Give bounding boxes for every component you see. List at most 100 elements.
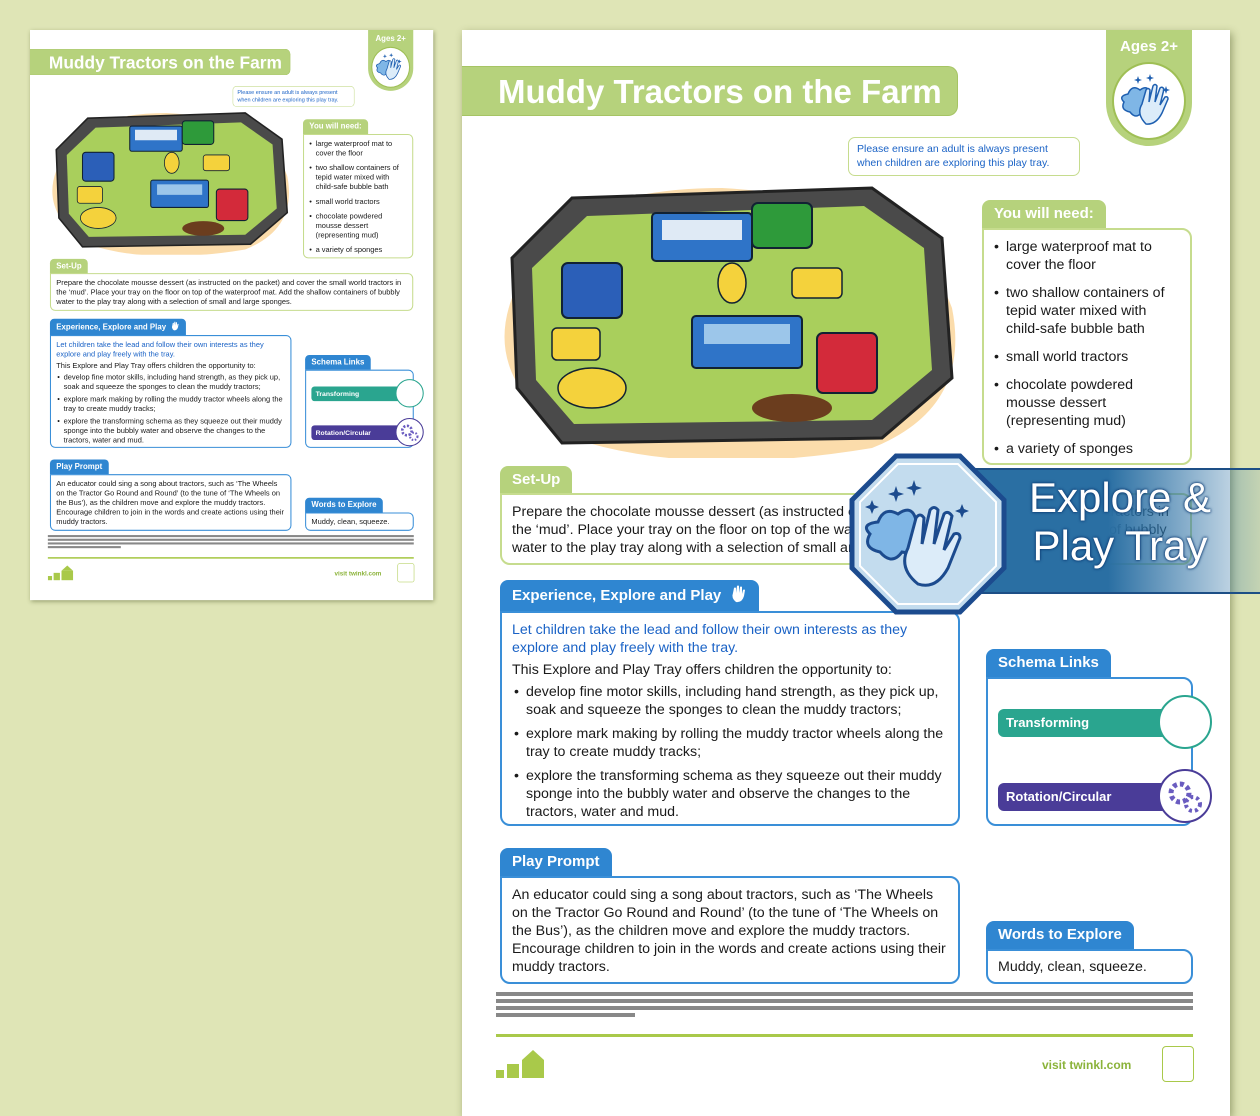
need-item: a variety of sponges: [994, 440, 1178, 458]
sponge: [202, 154, 230, 172]
schema-transforming: Transforming: [998, 695, 1212, 749]
you-will-need-title: You will need:: [303, 119, 368, 134]
worksheet-page: Muddy Tractors on the Farm Ages 2+ Pleas…: [30, 30, 434, 601]
green-tractor: [751, 202, 813, 249]
page-title: Muddy Tractors on the Farm: [30, 48, 291, 76]
experience-box: Let children take the lead and follow th…: [49, 335, 292, 448]
play-prompt-text: An educator could sing a song about trac…: [500, 876, 960, 984]
need-item: large waterproof mat to cover the floor: [309, 139, 406, 158]
schema-rotation: Rotation/Circular: [311, 417, 424, 447]
hand-icon: [172, 321, 179, 331]
play-tray-illustration: [52, 112, 289, 255]
experience-title: Experience, Explore and Play: [49, 318, 187, 336]
experience-bullet: explore mark making by rolling the muddy…: [514, 725, 948, 761]
experience-lead: Let children take the lead and follow th…: [512, 622, 908, 656]
experience-intro: This Explore and Play Tray offers childr…: [56, 361, 256, 371]
need-item: chocolate powdered mousse dessert (repre…: [309, 212, 406, 240]
you-will-need-box: large waterproof mat to cover the floor …: [982, 228, 1192, 465]
sponge: [791, 267, 843, 299]
footer-divider: [47, 557, 414, 559]
experience-title: Experience, Explore and Play: [500, 580, 760, 611]
sponge: [551, 327, 601, 361]
worksheet-thumbnail: Muddy Tractors on the Farm Ages 2+ Pleas…: [30, 30, 434, 601]
schema-label: Transforming: [1006, 715, 1090, 730]
words-title: Words to Explore: [305, 497, 383, 513]
banner-line-1: Explore &: [1028, 474, 1212, 521]
schema-rotation: Rotation/Circular: [998, 769, 1212, 823]
sponge: [80, 207, 117, 229]
need-item: small world tractors: [309, 197, 406, 206]
schema-transforming: Transforming: [311, 379, 424, 408]
experience-bullet: explore mark making by rolling the muddy…: [57, 395, 286, 414]
disclaimer: [496, 992, 1193, 1020]
play-prompt-text: An educator could sing a song about trac…: [49, 474, 292, 531]
schema-box: Transforming Rotation/Circular: [986, 677, 1212, 826]
experience-title-text: Experience, Explore and Play: [56, 322, 167, 332]
ages-badge: Ages 2+: [1106, 30, 1192, 146]
experience-lead: Let children take the lead and follow th…: [56, 340, 264, 359]
sponge: [557, 367, 627, 409]
play-prompt-title: Play Prompt: [500, 848, 612, 876]
bubbles: [704, 324, 790, 344]
words-title: Words to Explore: [986, 921, 1134, 949]
schema-title: Schema Links: [986, 649, 1111, 677]
experience-title-text: Experience, Explore and Play: [512, 587, 722, 604]
experience-bullet: develop fine motor skills, including han…: [57, 373, 286, 392]
blue-tractor: [81, 151, 115, 182]
experience-bullet: develop fine motor skills, including han…: [514, 683, 948, 719]
footer-divider: [496, 1034, 1193, 1037]
sponge: [76, 186, 103, 204]
bubbles: [135, 129, 177, 141]
words-text: Muddy, clean, squeeze.: [986, 949, 1193, 984]
transforming-icon: [1158, 695, 1212, 749]
page-title: Muddy Tractors on the Farm: [462, 66, 958, 116]
experience-box: Let children take the lead and follow th…: [500, 611, 960, 826]
mud: [752, 394, 832, 422]
setup-text: Prepare the chocolate mousse dessert (as…: [49, 273, 414, 311]
blocks-logo-icon: [496, 1050, 544, 1078]
banner-line-2: Play Tray: [1032, 522, 1208, 569]
red-tractor: [215, 188, 249, 222]
need-item: two shallow containers of tepid water mi…: [994, 284, 1178, 338]
experience-bullet: explore the transforming schema as they …: [57, 417, 286, 445]
green-tractor: [181, 120, 215, 145]
bubbles: [157, 184, 203, 195]
explore-play-badge-icon: [849, 453, 1007, 615]
you-will-need-box: large waterproof mat to cover the floor …: [303, 133, 414, 259]
need-item: chocolate powdered mousse dessert (repre…: [994, 376, 1178, 430]
need-item: two shallow containers of tepid water mi…: [309, 163, 406, 191]
safety-note: Please ensure an adult is always present…: [232, 86, 355, 107]
play-prompt-title: Play Prompt: [49, 459, 109, 475]
experience-intro: This Explore and Play Tray offers childr…: [512, 662, 892, 678]
schema-label: Transforming: [315, 389, 360, 398]
setup-title: Set-Up: [49, 258, 88, 274]
mud: [182, 221, 225, 236]
hand-sponge-icon: [1112, 62, 1186, 140]
experience-bullet: explore the transforming schema as they …: [514, 767, 948, 821]
gears-icon: [1158, 769, 1212, 823]
hand-sponge-icon: [371, 46, 411, 88]
ages-label: Ages 2+: [1120, 38, 1178, 55]
schema-label: Rotation/Circular: [1006, 789, 1112, 804]
gears-icon: [395, 417, 424, 447]
ages-badge: Ages 2+: [368, 30, 414, 91]
need-item: a variety of sponges: [309, 245, 406, 254]
footer-link[interactable]: visit twinkl.com: [1042, 1058, 1132, 1072]
schema-box: Transforming Rotation/Circular: [305, 369, 424, 448]
disclaimer: [47, 535, 414, 550]
schema-label: Rotation/Circular: [315, 428, 371, 437]
sponge: [717, 262, 747, 304]
footer-link[interactable]: visit twinkl.com: [334, 569, 382, 578]
red-tractor: [816, 332, 878, 394]
need-item: small world tractors: [994, 348, 1178, 366]
banner-title: Explore & Play Tray: [1005, 474, 1235, 570]
play-tray-illustration: [504, 186, 956, 458]
need-item: large waterproof mat to cover the floor: [994, 238, 1178, 274]
blocks-logo-icon: [47, 565, 74, 581]
bubbles: [662, 220, 742, 240]
twinkl-badge-icon: [1162, 1046, 1194, 1082]
ages-label: Ages 2+: [375, 34, 406, 44]
safety-note: Please ensure an adult is always present…: [848, 137, 1080, 176]
setup-title: Set-Up: [500, 466, 573, 494]
schema-title: Schema Links: [305, 354, 371, 370]
